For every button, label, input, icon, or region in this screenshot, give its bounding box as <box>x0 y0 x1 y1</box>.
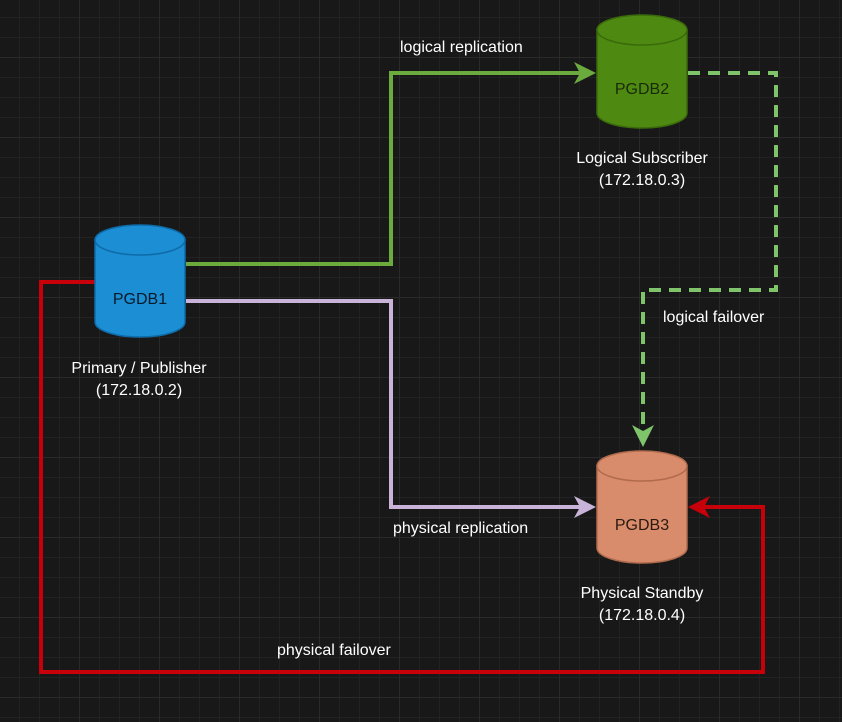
edge-logical-replication[interactable] <box>186 62 596 266</box>
pgdb1-role-label: Primary / Publisher <box>71 360 207 377</box>
pgdb1-ip-label: (172.18.0.2) <box>95 382 183 399</box>
pgdb2-name: PGDB2 <box>614 81 670 98</box>
pgdb3-database-icon[interactable] <box>596 450 688 564</box>
edge-physical-replication[interactable] <box>186 299 596 518</box>
physical-failover-label: physical failover <box>277 642 391 659</box>
logical-replication-label: logical replication <box>400 39 523 56</box>
pgdb2-role-label: Logical Subscriber <box>576 150 708 167</box>
pgdb3-role-label: Physical Standby <box>580 585 704 602</box>
physical-replication-label: physical replication <box>393 520 529 537</box>
edge-physical-failover[interactable] <box>39 280 765 674</box>
pgdb1-name: PGDB1 <box>112 291 168 308</box>
pgdb2-database-icon[interactable] <box>596 14 688 129</box>
logical-failover-label: logical failover <box>663 309 765 326</box>
pgdb1-database-icon[interactable] <box>94 224 186 338</box>
pgdb3-name: PGDB3 <box>614 517 670 534</box>
pgdb3-ip-label: (172.18.0.4) <box>598 607 686 624</box>
edge-logical-failover[interactable] <box>632 71 778 447</box>
pgdb2-ip-label: (172.18.0.3) <box>598 172 686 189</box>
